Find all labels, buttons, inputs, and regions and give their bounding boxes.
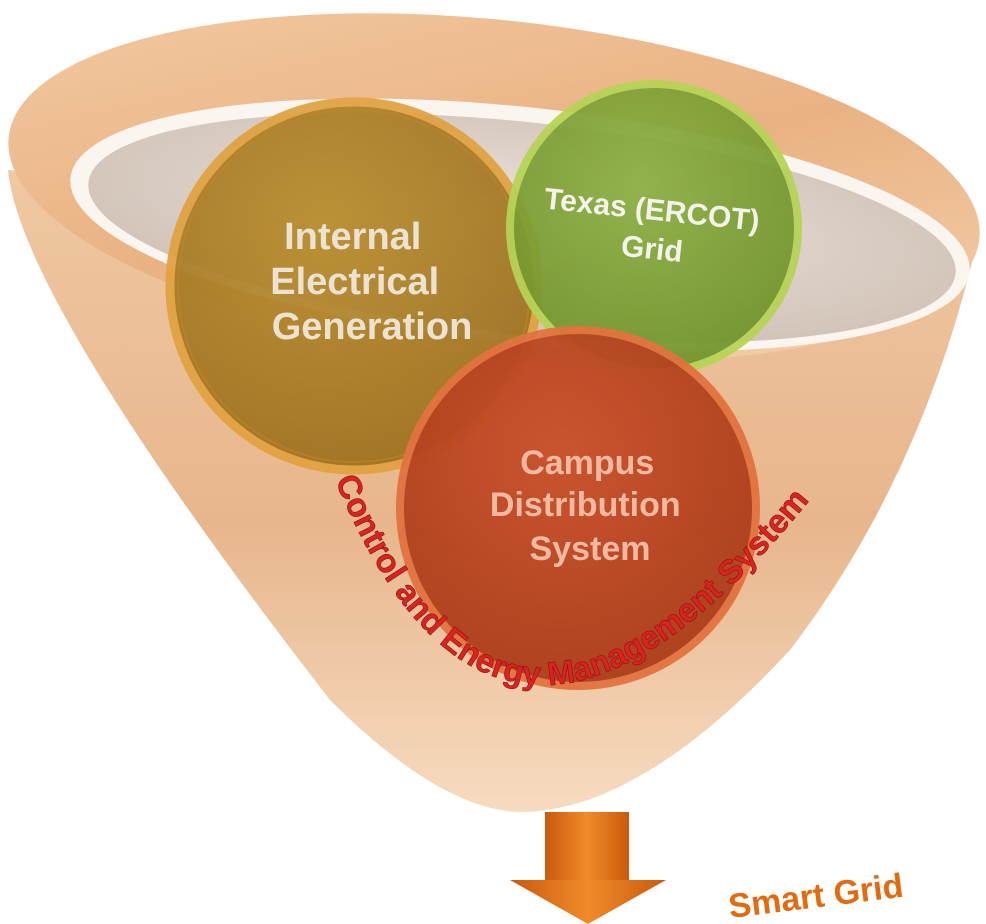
output-label: Smart Grid xyxy=(726,867,905,924)
circle-internal-generation: Internal Electrical Generation xyxy=(165,97,543,475)
circle-campus-distribution: Campus Distribution System xyxy=(396,326,760,690)
down-arrow-icon xyxy=(510,812,666,924)
circle-texas-grid: Texas (ERCOT) Grid xyxy=(506,80,802,376)
campus-distribution-label: Campus Distribution System xyxy=(490,444,690,568)
internal-generation-label: Internal Electrical Generation xyxy=(270,216,472,348)
